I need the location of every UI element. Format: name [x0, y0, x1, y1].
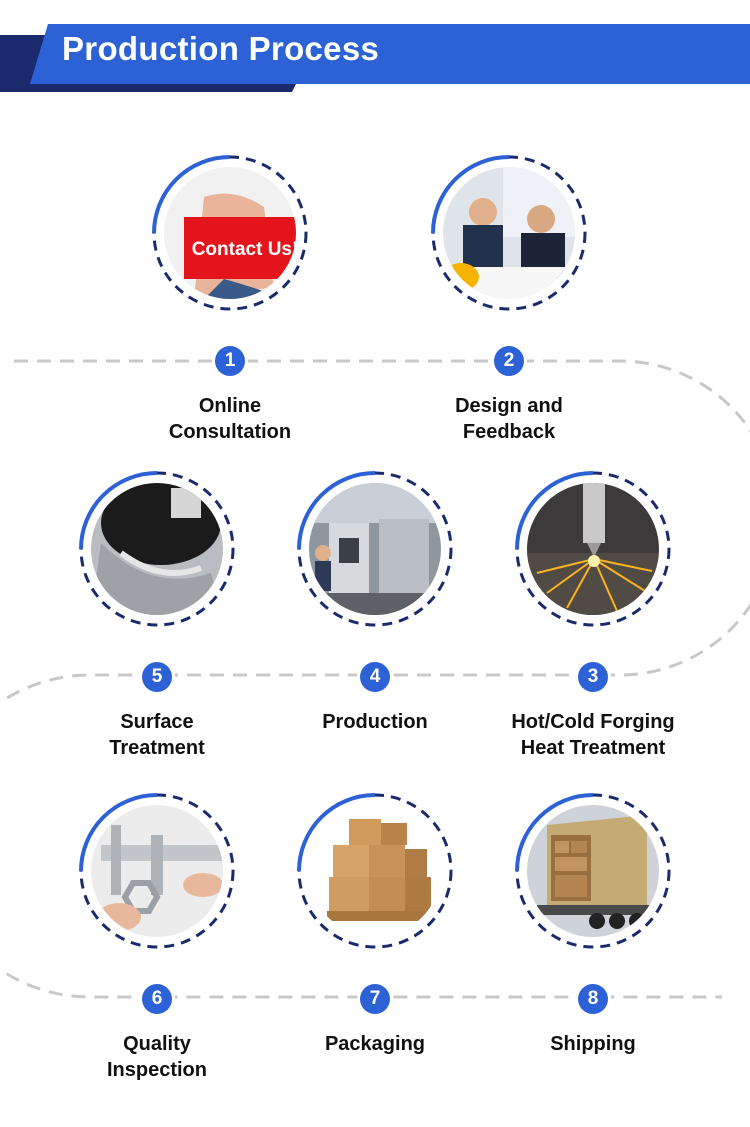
cnc-workshop-image	[309, 483, 441, 615]
step-ring	[79, 471, 235, 627]
step-number-badge: 1	[215, 346, 245, 376]
step-label: Shipping	[550, 1033, 636, 1055]
business-meeting-image	[443, 167, 575, 299]
contact-sign-text: Contact Us!	[192, 239, 296, 260]
step-ring	[431, 155, 587, 311]
shipping-container-truck-image	[527, 805, 659, 937]
step-number-badge: 6	[142, 984, 172, 1014]
header-banner: Production Process	[0, 0, 750, 100]
step-production: 4 Production	[265, 471, 485, 771]
laser-cutting-sparks-image	[527, 483, 659, 615]
step-ring	[152, 155, 308, 311]
step-number-badge: 7	[360, 984, 390, 1014]
step-number-badge: 4	[360, 662, 390, 692]
step-packaging: 7 Packaging	[265, 793, 485, 1093]
banner-shape	[0, 24, 750, 92]
step-ring	[515, 471, 671, 627]
grinding-wheel-image	[91, 483, 223, 615]
step-number-badge: 8	[578, 984, 608, 1014]
step-ring	[515, 793, 671, 949]
caliper-measurement-image	[91, 805, 223, 937]
contact-card-image: Contact Us!	[164, 167, 296, 299]
step-label: Packaging	[324, 1033, 426, 1055]
step-ring	[297, 471, 453, 627]
cardboard-boxes-pallet-image	[309, 805, 441, 937]
step-label: Production	[322, 711, 428, 733]
step-number-badge: 3	[578, 662, 608, 692]
step-shipping: 8 Shipping	[483, 793, 703, 1093]
step-ring	[79, 793, 235, 949]
step-number-badge: 5	[142, 662, 172, 692]
step-number-badge: 2	[494, 346, 524, 376]
page-title: Production Process	[62, 30, 380, 67]
step-ring	[297, 793, 453, 949]
